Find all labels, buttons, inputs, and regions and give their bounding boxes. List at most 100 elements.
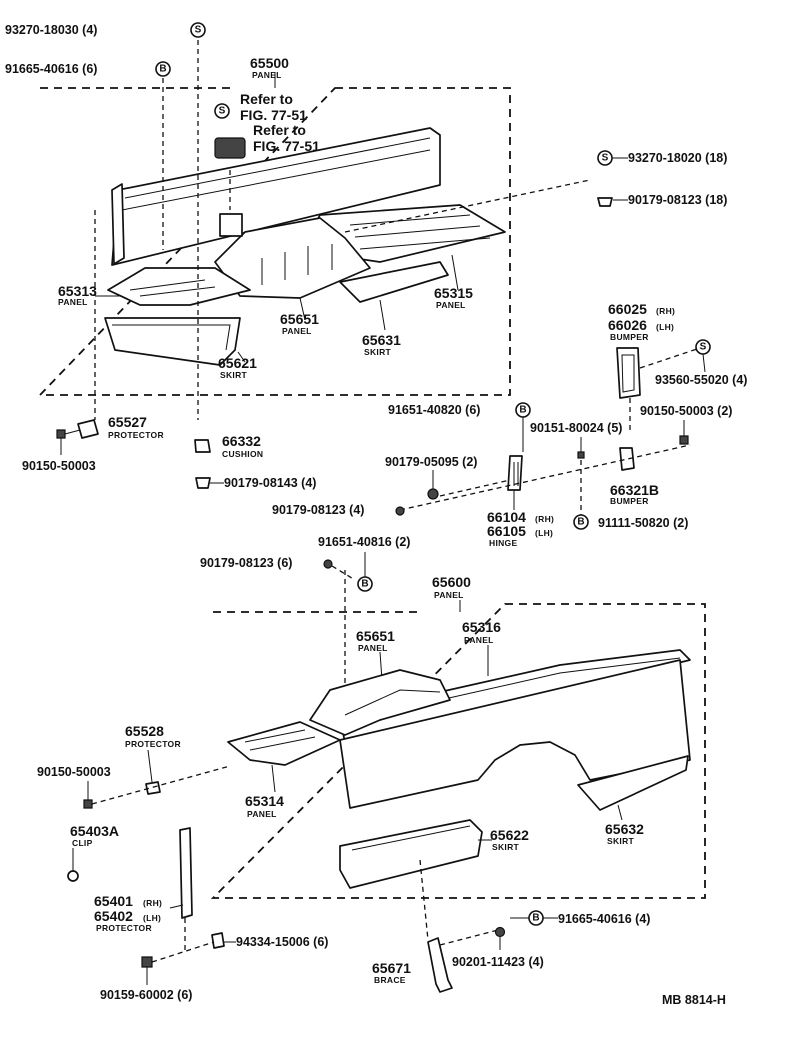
skirt-65632-shape — [577, 755, 689, 811]
refer-note-1-a: Refer to — [240, 91, 293, 107]
protector-65528-shape — [145, 781, 161, 795]
part-91665-40616: 91665-40616 (6) — [5, 62, 97, 76]
part-65632-number: 65632 — [605, 821, 644, 837]
svg-text:B: B — [532, 913, 539, 924]
svg-text:B: B — [361, 579, 368, 590]
clip-icon — [67, 870, 79, 882]
protector-65527-shape — [77, 419, 99, 439]
part-93270-18030: 93270-18030 (4) — [5, 23, 97, 37]
part-90179-08123: 90179-08123 (18) — [628, 193, 727, 207]
part-65651b-name: PANEL — [358, 643, 388, 653]
part-65316-name: PANEL — [464, 635, 494, 645]
part-66105-number: 66105 — [487, 523, 526, 539]
part-65527-number: 65527 — [108, 414, 147, 430]
part-66321B-name: BUMPER — [610, 496, 649, 506]
part-66026-name: BUMPER — [610, 332, 649, 342]
part-90179-05095: 90179-05095 (2) — [385, 455, 477, 469]
s-symbol — [214, 103, 230, 119]
skirt-65622-shape — [339, 819, 483, 889]
part-65671-name: BRACE — [374, 975, 406, 985]
nut-icon — [195, 477, 211, 489]
part-66104-number: 66104 — [487, 509, 526, 525]
part-91651-40816: 91651-40816 (2) — [318, 535, 410, 549]
part-65313-name: PANEL — [58, 297, 88, 307]
svg-text:B: B — [519, 405, 526, 416]
refer-note-2-a: Refer to — [253, 122, 306, 138]
svg-text:(RH): (RH) — [143, 898, 162, 908]
clip-icon — [211, 932, 225, 949]
part-65631-name: SKIRT — [364, 347, 392, 357]
s-symbol — [190, 22, 206, 38]
refer-note-1-b: FIG. 77-51 — [240, 107, 307, 123]
screw-icon — [679, 435, 689, 445]
washer-icon — [494, 926, 506, 938]
part-65315-name: PANEL — [436, 300, 466, 310]
nut-icon — [427, 488, 439, 500]
part-90150-50003-2: 90150-50003 (2) — [640, 404, 732, 418]
part-66332-number: 66332 — [222, 433, 261, 449]
rear-assembly-group — [37, 40, 591, 420]
nut-icon — [395, 506, 405, 516]
part-66332-name: CUSHION — [222, 449, 263, 459]
skirt-65631-shape — [339, 261, 449, 303]
part-93560-55020: 93560-55020 (4) — [655, 373, 747, 387]
side-hump-65651-shape — [309, 669, 451, 736]
skirt-65621-shape — [104, 317, 241, 366]
part-65403A-number: 65403A — [70, 823, 119, 839]
part-65651b-number: 65651 — [356, 628, 395, 644]
part-65631-number: 65631 — [362, 332, 401, 348]
part-90151-80024: 90151-80024 (5) — [530, 421, 622, 435]
part-65622-name: SKIRT — [492, 842, 520, 852]
svg-text:B: B — [159, 64, 166, 75]
part-65500-number: 65500 — [250, 55, 289, 71]
part-91651-40820: 91651-40820 (6) — [388, 403, 480, 417]
svg-text:(LH): (LH) — [143, 913, 161, 923]
nut-icon — [597, 197, 613, 207]
part-90179-08123-6: 90179-08123 (6) — [200, 556, 292, 570]
part-65651-name: PANEL — [282, 326, 312, 336]
part-65315-number: 65315 — [434, 285, 473, 301]
part-66025-number: 66025 — [608, 301, 647, 317]
left-hardware-group: 65527 PROTECTOR 90150-50003 66332 CUSHIO… — [22, 414, 316, 490]
side-assembly-group: 91651-40816 (2) B 90179-08123 (6) 65600 … — [37, 535, 726, 1007]
part-65600-name: PANEL — [434, 590, 464, 600]
part-65402-number: 65402 — [94, 908, 133, 924]
screw-icon — [141, 956, 153, 968]
part-90201-11423: 90201-11423 (4) — [452, 955, 544, 969]
part-65316-number: 65316 — [462, 619, 501, 635]
svg-text:(LH): (LH) — [535, 528, 553, 538]
part-65632-name: SKIRT — [607, 836, 635, 846]
part-93270-18020: 93270-18020 (18) — [628, 151, 727, 165]
part-65528-number: 65528 — [125, 723, 164, 739]
b-symbol — [155, 61, 171, 77]
part-66026-number: 66026 — [608, 317, 647, 333]
part-65527-name: PROTECTOR — [108, 430, 164, 440]
screw-icon — [577, 451, 585, 459]
hump-panel-65651-shape — [214, 217, 371, 299]
part-94334-15006: 94334-15006 (6) — [236, 935, 328, 949]
part-65314-name: PANEL — [247, 809, 277, 819]
nut-icon — [323, 559, 333, 569]
part-90159-60002: 90159-60002 (6) — [100, 988, 192, 1002]
part-65401-number: 65401 — [94, 893, 133, 909]
screw-icon — [56, 429, 66, 439]
part-65314-number: 65314 — [245, 793, 284, 809]
part-65621-number: 65621 — [218, 355, 257, 371]
part-66321B-number: 66321B — [610, 482, 659, 498]
part-65402-name: PROTECTOR — [96, 923, 152, 933]
sheet-id: MB 8814-H — [662, 993, 726, 1007]
part-90150-50003-c: 90150-50003 — [37, 765, 111, 779]
side-skin-shape — [339, 659, 691, 809]
svg-text:S: S — [700, 342, 707, 353]
part-65600-number: 65600 — [432, 574, 471, 590]
part-90150-50003: 90150-50003 — [22, 459, 96, 473]
svg-text:B: B — [577, 517, 584, 528]
svg-text:S: S — [195, 25, 202, 36]
screw-icon — [83, 799, 93, 809]
brace-65671-shape — [427, 937, 453, 993]
part-90179-08123-4: 90179-08123 (4) — [272, 503, 364, 517]
refer-note-2-b: FIG. 77-51 — [253, 138, 320, 154]
part-91665-40616-4: 91665-40616 (4) — [558, 912, 650, 926]
part-65403A-name: CLIP — [72, 838, 93, 848]
